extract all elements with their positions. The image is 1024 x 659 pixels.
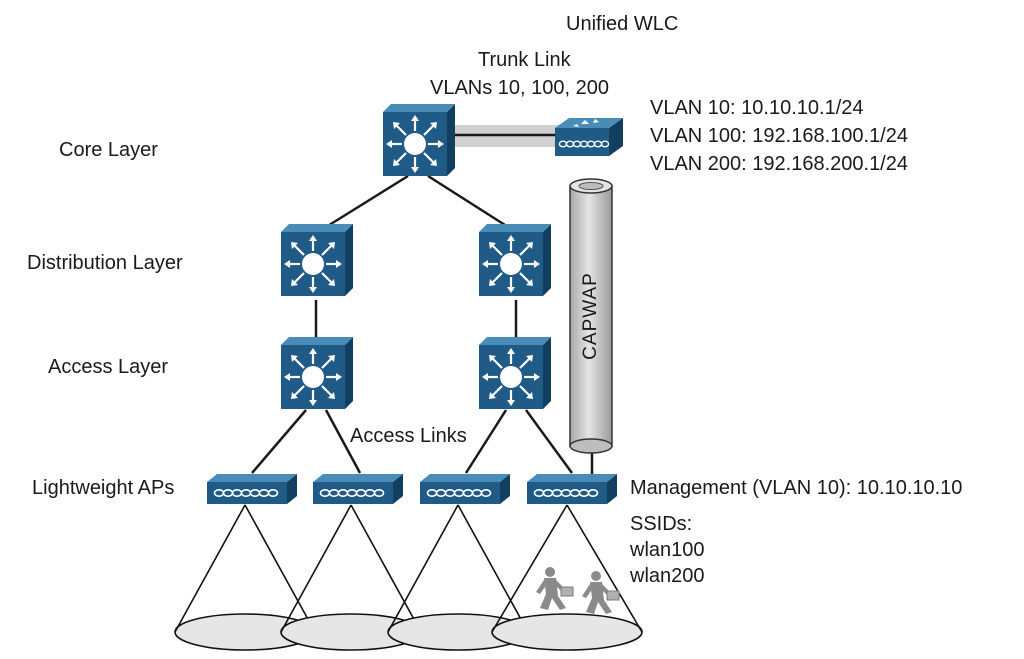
access-point-2 <box>312 473 404 505</box>
ssid-wlan100: wlan100 <box>630 539 705 561</box>
access-switch-left <box>279 335 355 411</box>
unified-wlc <box>555 118 623 156</box>
access-point-icon <box>526 473 618 505</box>
core-to-dist-left-link <box>317 174 409 234</box>
access-right-to-ap3-link <box>464 409 508 474</box>
walking-user-icon <box>535 566 574 611</box>
wlc-title: Unified WLC <box>566 13 679 35</box>
multilayer-switch-icon <box>477 222 553 298</box>
trunk-link-label: Trunk Link <box>478 49 571 71</box>
coverage-cone-ap3 <box>387 504 529 651</box>
trunk-vlans-label: VLANs 10, 100, 200 <box>430 77 610 99</box>
ssid-wlan200: wlan200 <box>630 565 705 587</box>
access-point-1 <box>206 473 298 505</box>
capwap-label: CAPWAP <box>580 272 601 360</box>
access-left-to-ap2-link <box>324 409 362 474</box>
access-point-icon <box>312 473 404 505</box>
distribution-switch-right <box>477 222 553 298</box>
multilayer-switch-icon <box>279 222 355 298</box>
ssids-heading: SSIDs: <box>630 513 693 535</box>
multilayer-switch-icon <box>381 102 457 178</box>
access-right-to-ap4-link <box>524 409 574 474</box>
coverage-cone-ap4 <box>491 504 643 651</box>
wlc-vlan-10: VLAN 10: 10.10.10.1/24 <box>650 97 864 119</box>
core-switch <box>381 102 457 178</box>
access-layer-label: Access Layer <box>48 356 169 378</box>
access-left-to-ap1-link <box>251 409 307 474</box>
access-point-3 <box>419 473 511 505</box>
wlc-vlan-100: VLAN 100: 192.168.100.1/24 <box>650 125 908 147</box>
coverage-areas <box>174 504 643 651</box>
access-links-label: Access Links <box>350 425 467 447</box>
coverage-cone-ap2 <box>280 504 422 651</box>
ap-management-label: Management (VLAN 10): 10.10.10.10 <box>630 477 963 499</box>
walking-user-icon <box>581 570 620 615</box>
core-layer-label: Core Layer <box>59 139 158 161</box>
core-to-dist-right-link <box>427 174 517 234</box>
lightweight-aps-label: Lightweight APs <box>32 477 175 499</box>
wlc-vlan-200: VLAN 200: 192.168.200.1/24 <box>650 153 908 175</box>
trunk-link <box>452 125 564 147</box>
access-point-4 <box>526 473 618 505</box>
access-point-icon <box>206 473 298 505</box>
network-links <box>251 174 574 474</box>
access-point-icon <box>419 473 511 505</box>
distribution-switch-left <box>279 222 355 298</box>
access-switch-right <box>477 335 553 411</box>
multilayer-switch-icon <box>477 335 553 411</box>
capwap-tunnel: CAPWAP <box>569 178 613 476</box>
distribution-layer-label: Distribution Layer <box>27 252 183 274</box>
multilayer-switch-icon <box>279 335 355 411</box>
wireless-users <box>535 566 620 615</box>
